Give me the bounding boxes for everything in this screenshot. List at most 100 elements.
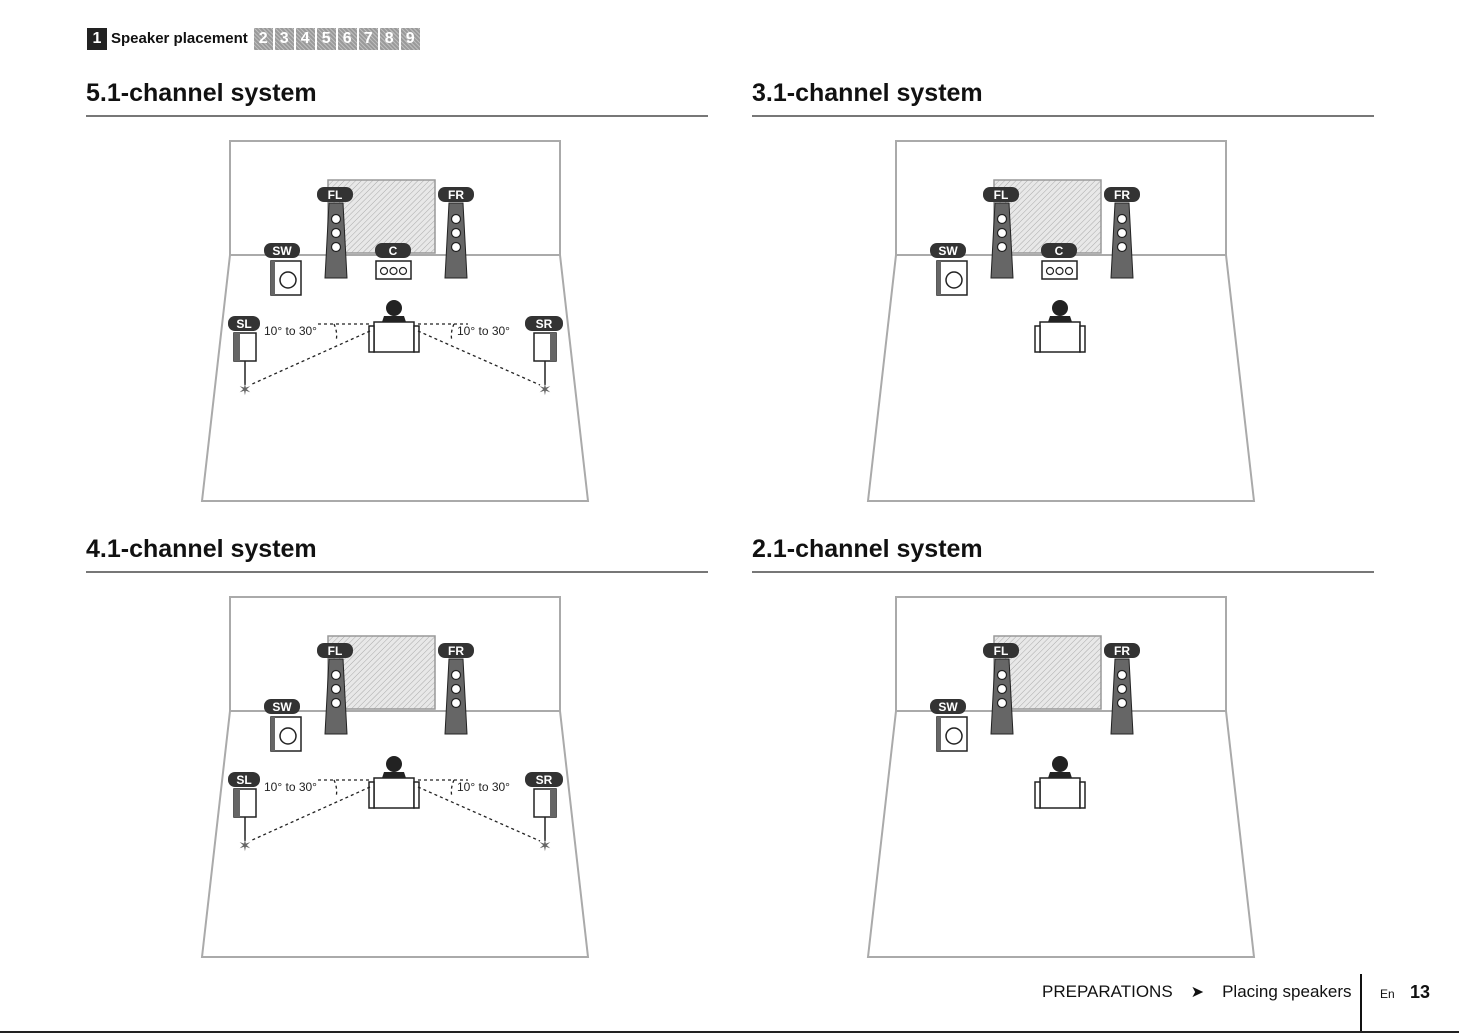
section-title: 4.1-channel system bbox=[86, 534, 708, 573]
label-c: C bbox=[1041, 243, 1077, 258]
current-step: 1 Speaker placement bbox=[87, 27, 254, 50]
listener-shoulders bbox=[1048, 316, 1072, 322]
center-driver bbox=[1056, 268, 1063, 275]
label-sr-text: SR bbox=[536, 773, 553, 787]
subwoofer bbox=[937, 261, 967, 295]
front-left-speaker bbox=[991, 203, 1013, 278]
step-8-link[interactable]: 8 bbox=[380, 28, 399, 50]
seat-right-arm bbox=[1080, 782, 1085, 808]
front-left-speaker-driver bbox=[998, 243, 1007, 252]
speaker-diagram-4-1: FLFRSWSLSR✶✶10° to 30°10° to 30° bbox=[198, 579, 598, 959]
label-fl-text: FL bbox=[328, 188, 343, 202]
front-left-speaker-driver bbox=[998, 699, 1007, 708]
sl-angle-label: 10° to 30° bbox=[264, 780, 317, 794]
center-speaker bbox=[1042, 261, 1077, 279]
front-right-speaker bbox=[445, 659, 467, 734]
front-right-speaker-driver bbox=[452, 699, 461, 708]
front-left-speaker-driver bbox=[998, 215, 1007, 224]
sl-floor-mark: ✶ bbox=[238, 838, 251, 855]
front-left-speaker bbox=[325, 659, 347, 734]
speaker-diagram-2-1: FL FR SW bbox=[864, 579, 1264, 959]
room-floor bbox=[868, 711, 1254, 957]
sr-angle-line bbox=[418, 787, 540, 841]
breadcrumb-subsection: Placing speakers bbox=[1222, 982, 1351, 1002]
label-sl: SL bbox=[228, 316, 260, 331]
label-fl-text: FL bbox=[328, 644, 343, 658]
label-c: C bbox=[375, 243, 411, 258]
label-fl-text: FL bbox=[994, 644, 1009, 658]
seat-left-arm bbox=[369, 782, 374, 808]
seat-left-arm bbox=[369, 326, 374, 352]
seat-back bbox=[1040, 322, 1080, 352]
label-sl-text: SL bbox=[236, 773, 251, 787]
label-c-text: C bbox=[1055, 244, 1064, 258]
center-driver bbox=[400, 268, 407, 275]
sl-floor-mark: ✶ bbox=[238, 382, 251, 399]
label-fl: FL bbox=[983, 643, 1019, 658]
listener-head bbox=[386, 300, 402, 316]
front-left-speaker-driver bbox=[332, 671, 341, 680]
step-5-link[interactable]: 5 bbox=[317, 28, 336, 50]
current-step-number: 1 bbox=[87, 28, 107, 50]
subwoofer-driver bbox=[946, 728, 962, 744]
front-left-speaker-driver bbox=[332, 243, 341, 252]
label-sr: SR bbox=[525, 316, 563, 331]
sr-angle-line bbox=[418, 331, 540, 385]
step-7-link[interactable]: 7 bbox=[359, 28, 378, 50]
label-fr: FR bbox=[1104, 187, 1140, 202]
label-fr: FR bbox=[1104, 643, 1140, 658]
surround-left-speaker bbox=[234, 333, 256, 385]
page-number: 13 bbox=[1410, 982, 1430, 1003]
listener-seat bbox=[369, 300, 419, 352]
front-left-speaker-driver bbox=[332, 215, 341, 224]
front-right-speaker-driver bbox=[452, 229, 461, 238]
seat-left-arm bbox=[1035, 326, 1040, 352]
sr-floor-mark: ✶ bbox=[538, 838, 551, 855]
front-right-speaker-driver bbox=[1118, 215, 1127, 224]
section-4-1: 4.1-channel system FLFRSWSLSR✶✶10° to 30… bbox=[86, 534, 708, 573]
front-right-speaker bbox=[1111, 659, 1133, 734]
label-sw: SW bbox=[930, 699, 966, 714]
step-4-link[interactable]: 4 bbox=[296, 28, 315, 50]
sl-angle-line bbox=[250, 787, 370, 841]
subwoofer-side bbox=[937, 261, 941, 295]
label-sw-text: SW bbox=[938, 244, 958, 258]
listener-shoulders bbox=[1048, 772, 1072, 778]
step-9-link[interactable]: 9 bbox=[401, 28, 420, 50]
step-6-link[interactable]: 6 bbox=[338, 28, 357, 50]
subwoofer-side bbox=[937, 717, 941, 751]
front-right-speaker-driver bbox=[1118, 229, 1127, 238]
sr-angle-label: 10° to 30° bbox=[457, 780, 510, 794]
step-3-link[interactable]: 3 bbox=[275, 28, 294, 50]
label-sl-text: SL bbox=[236, 317, 251, 331]
sr-side bbox=[550, 333, 556, 361]
footer-divider bbox=[1360, 974, 1362, 1033]
subwoofer-side bbox=[271, 717, 275, 751]
front-right-speaker bbox=[445, 203, 467, 278]
subwoofer-driver bbox=[280, 272, 296, 288]
sl-angle-label: 10° to 30° bbox=[264, 324, 317, 338]
sl-angle-line bbox=[250, 331, 370, 385]
breadcrumb-section: PREPARATIONS bbox=[1042, 982, 1173, 1002]
room-floor bbox=[868, 255, 1254, 501]
label-sr-text: SR bbox=[536, 317, 553, 331]
sl-side bbox=[234, 333, 240, 361]
seat-back bbox=[1040, 778, 1080, 808]
label-sw-text: SW bbox=[272, 700, 292, 714]
breadcrumb: PREPARATIONS ➤ Placing speakers bbox=[1042, 982, 1352, 1002]
label-fr-text: FR bbox=[448, 188, 464, 202]
front-left-speaker-driver bbox=[998, 229, 1007, 238]
sl-angle-arc bbox=[334, 780, 337, 797]
seat-right-arm bbox=[414, 326, 419, 352]
step-2-link[interactable]: 2 bbox=[254, 28, 273, 50]
label-fl-text: FL bbox=[994, 188, 1009, 202]
label-sw: SW bbox=[264, 243, 300, 258]
listener-head bbox=[1052, 756, 1068, 772]
front-left-speaker-driver bbox=[332, 699, 341, 708]
front-right-speaker-driver bbox=[452, 215, 461, 224]
step-navigation: 1 Speaker placement 2 3 4 5 6 7 8 9 bbox=[87, 27, 422, 50]
front-left-speaker-driver bbox=[332, 685, 341, 694]
seat-right-arm bbox=[1080, 326, 1085, 352]
